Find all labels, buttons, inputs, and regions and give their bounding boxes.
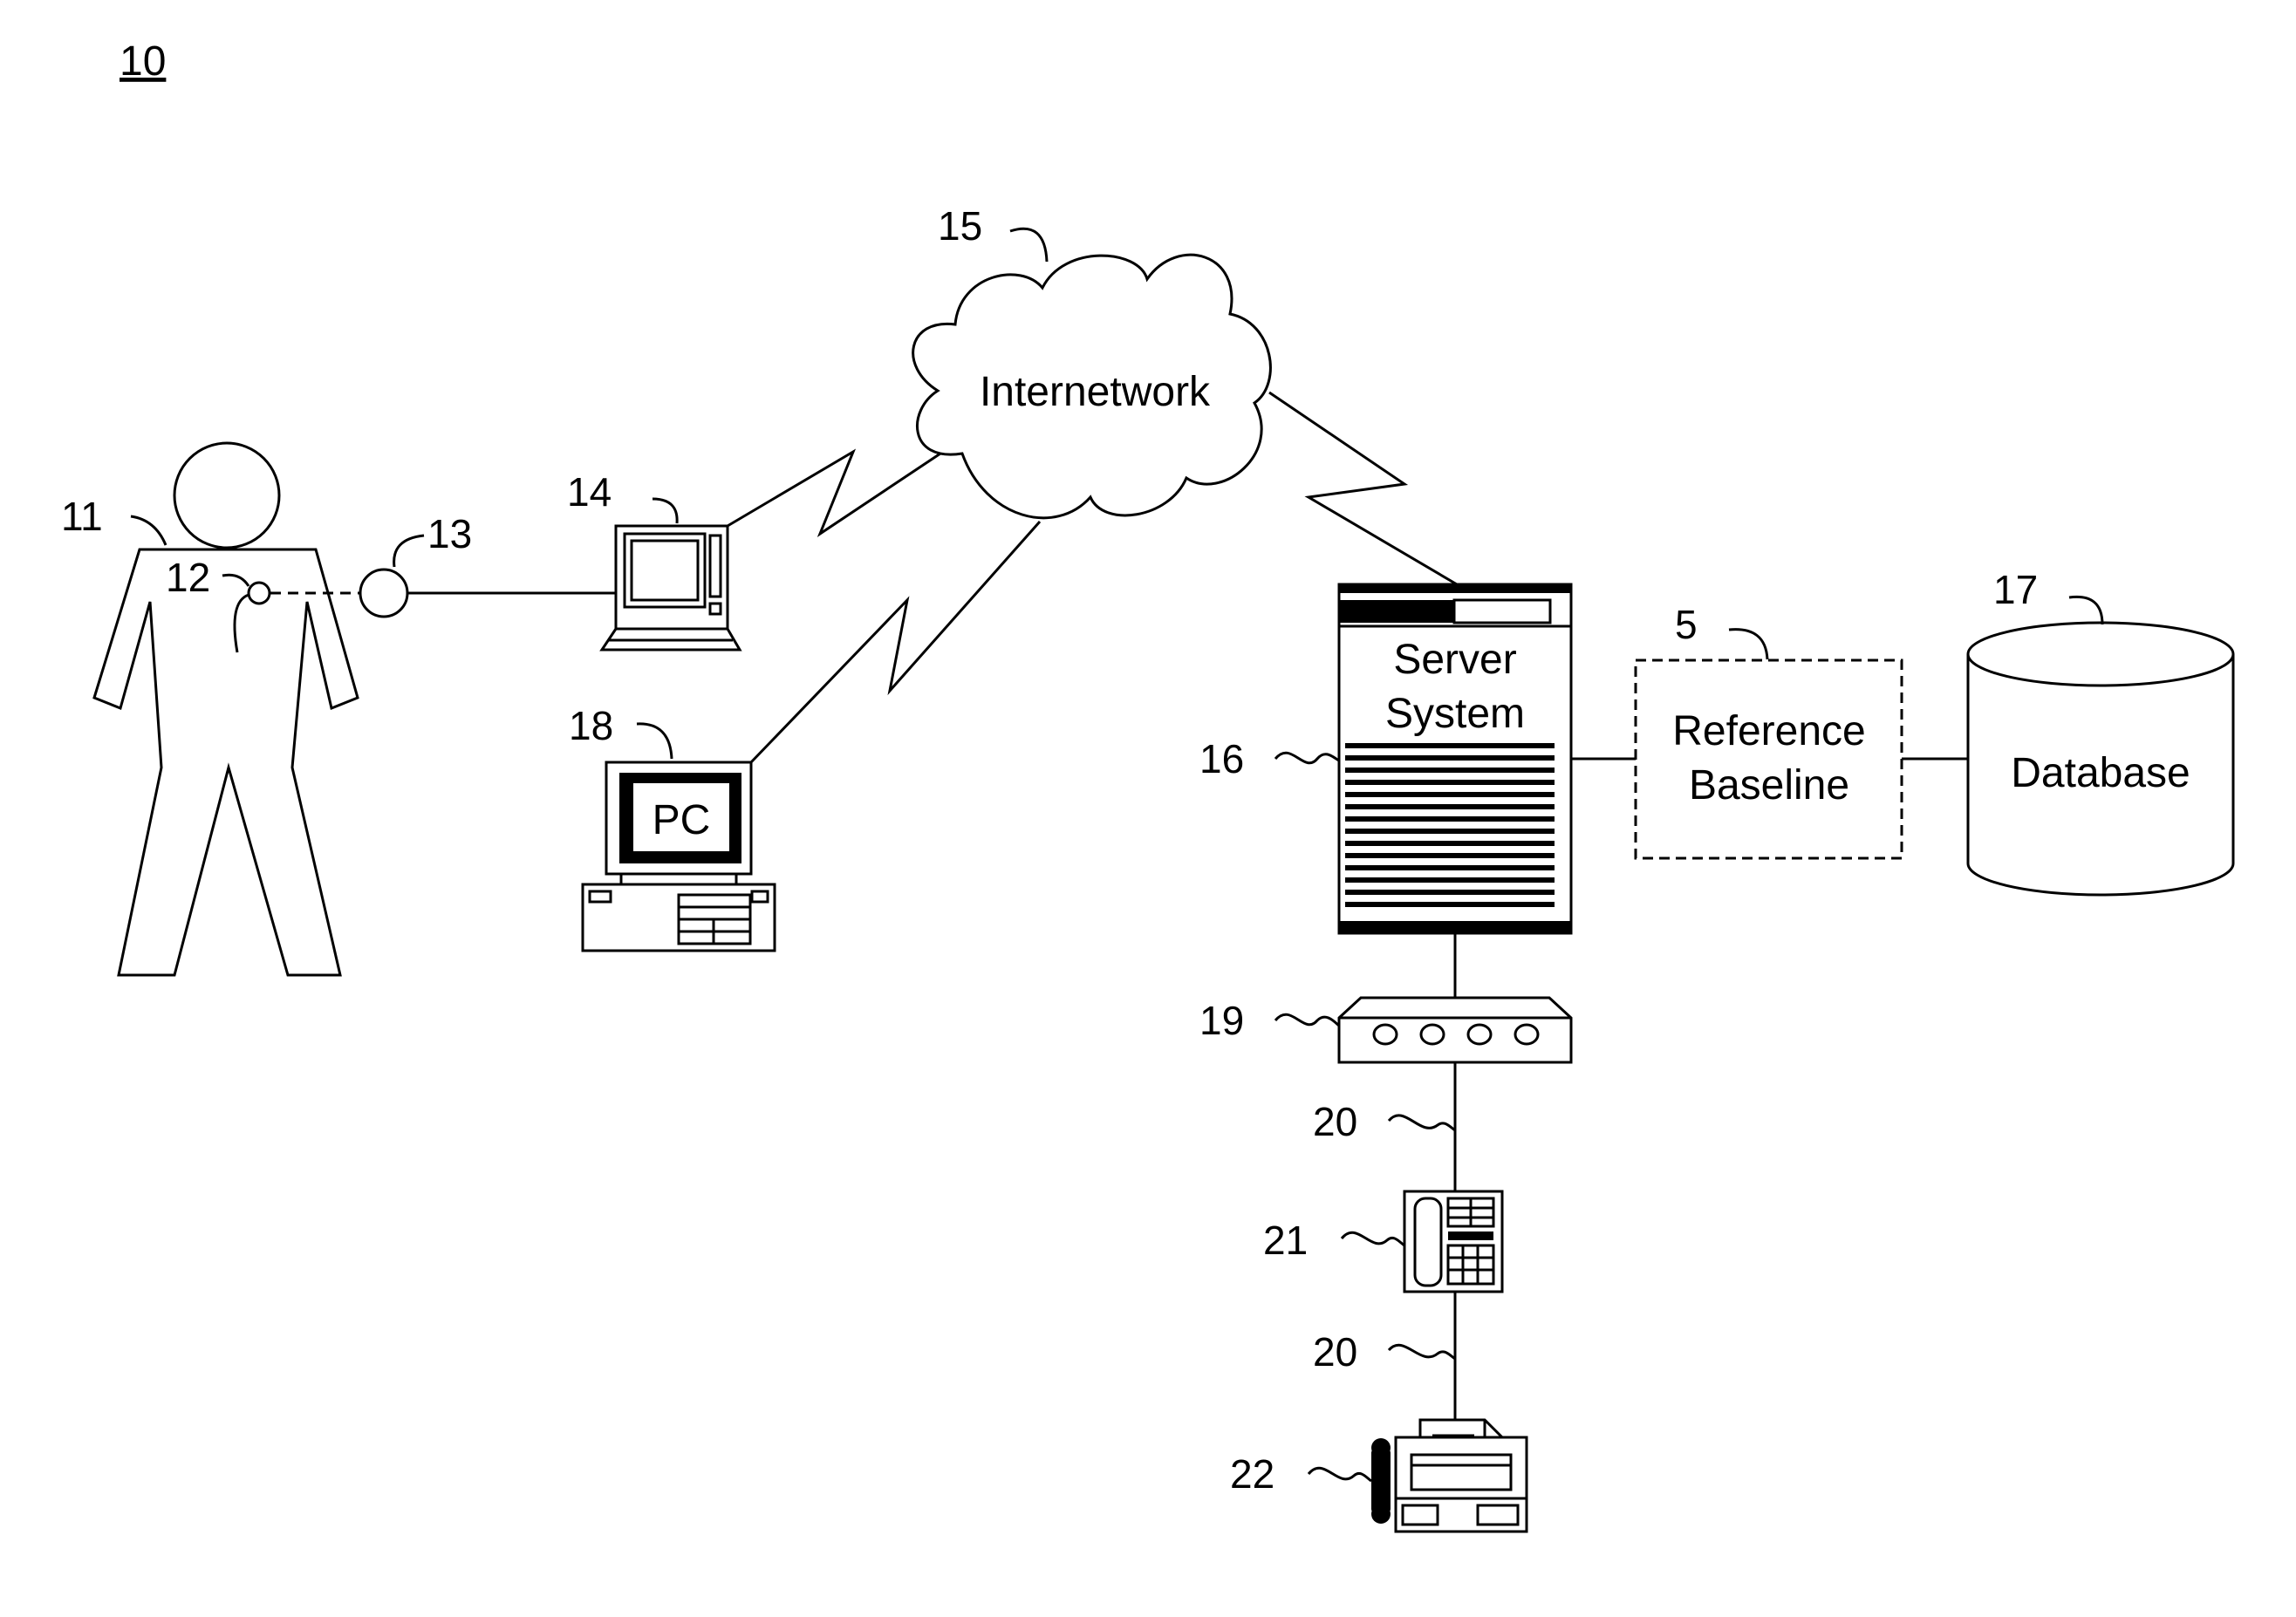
baseline-leader bbox=[1729, 630, 1767, 659]
sensor-wire bbox=[235, 595, 249, 652]
server-label-line2: System bbox=[1385, 691, 1525, 737]
server-wireless-link bbox=[1269, 392, 1457, 584]
sensor bbox=[249, 583, 270, 604]
cloud-leader bbox=[1010, 229, 1047, 262]
fax-leader bbox=[1309, 1468, 1371, 1481]
patient-figure bbox=[94, 443, 358, 975]
ref-14: 14 bbox=[567, 469, 612, 515]
line-lower-leader bbox=[1389, 1345, 1455, 1359]
database-label: Database bbox=[2011, 750, 2190, 796]
modem-icon bbox=[1339, 998, 1571, 1062]
ref-21: 21 bbox=[1263, 1218, 1308, 1263]
figure-number: 10 bbox=[120, 38, 166, 85]
ref-19: 19 bbox=[1199, 998, 1244, 1043]
ref-20-upper: 20 bbox=[1313, 1099, 1357, 1144]
modem-leader bbox=[1275, 1014, 1339, 1026]
laptop-wireless-link bbox=[728, 452, 940, 534]
monitor-leader bbox=[394, 536, 424, 567]
pc-wireless-link bbox=[751, 522, 1040, 762]
internetwork-label: Internetwork bbox=[980, 369, 1211, 415]
line-upper-leader bbox=[1389, 1116, 1455, 1130]
database-leader bbox=[2069, 597, 2102, 624]
ref-22: 22 bbox=[1230, 1451, 1274, 1497]
ref-15: 15 bbox=[938, 203, 982, 249]
ref-11: 11 bbox=[61, 494, 103, 539]
pc-icon bbox=[583, 762, 775, 951]
ref-16: 16 bbox=[1199, 736, 1244, 781]
patient-leader bbox=[131, 516, 166, 545]
reference-baseline-box bbox=[1636, 660, 1902, 858]
ref-13: 13 bbox=[427, 511, 472, 556]
sensor-leader bbox=[222, 575, 249, 586]
laptop-leader bbox=[653, 499, 677, 523]
telephone-icon bbox=[1404, 1191, 1502, 1292]
server-label-line1: Server bbox=[1393, 637, 1516, 683]
pc-screen-label: PC bbox=[653, 797, 711, 843]
fax-machine-icon bbox=[1371, 1420, 1527, 1532]
ref-20-lower: 20 bbox=[1313, 1329, 1357, 1375]
ref-17: 17 bbox=[1993, 567, 2038, 612]
telephone-leader bbox=[1342, 1232, 1404, 1245]
ref-5: 5 bbox=[1675, 602, 1698, 647]
baseline-label-line2: Baseline bbox=[1689, 762, 1849, 808]
laptop-icon bbox=[602, 526, 740, 650]
monitor-device bbox=[360, 570, 407, 617]
baseline-label-line1: Reference bbox=[1672, 708, 1865, 754]
pc-leader bbox=[637, 724, 672, 759]
server-leader bbox=[1275, 753, 1339, 763]
ref-18: 18 bbox=[569, 703, 613, 748]
ref-12: 12 bbox=[166, 555, 210, 600]
